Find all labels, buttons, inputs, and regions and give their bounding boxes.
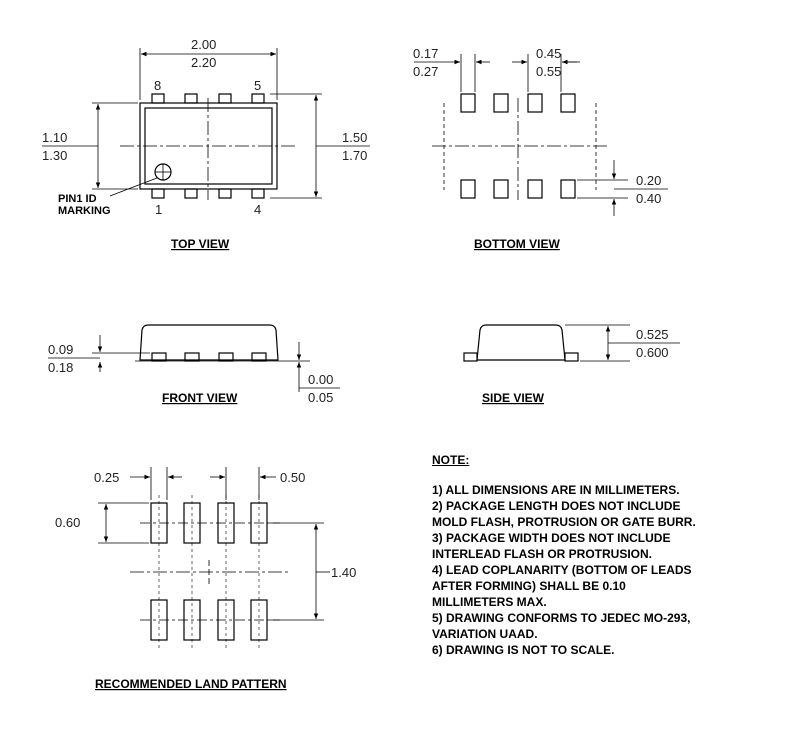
notes-list: 1) ALL DIMENSIONS ARE IN MILLIMETERS. 2)… <box>432 482 792 658</box>
top-view-length-min: 2.00 <box>191 37 216 52</box>
side-view-height-max: 0.600 <box>636 345 669 360</box>
front-view-body <box>139 324 279 361</box>
side-view-lead <box>564 352 579 362</box>
pin1-label-line1: PIN1 ID <box>58 193 97 205</box>
top-view-length-max: 2.20 <box>191 55 216 70</box>
bottom-view-lead-length-max: 0.40 <box>636 191 661 206</box>
note-line: 1) ALL DIMENSIONS ARE IN MILLIMETERS. <box>432 483 680 497</box>
front-view-standoff-min: 0.00 <box>308 372 333 387</box>
note-line: 4) LEAD COPLANARITY (BOTTOM OF LEADS <box>432 563 692 577</box>
top-view-lead <box>218 93 232 104</box>
top-view-lead <box>218 188 232 199</box>
top-view-lead <box>251 188 265 199</box>
side-view-lead <box>463 352 478 362</box>
top-view-pin-1: 1 <box>155 202 162 217</box>
bottom-view-lead-length-min: 0.20 <box>636 173 661 188</box>
bottom-view-lead <box>560 93 576 113</box>
note-line: 6) DRAWING IS NOT TO SCALE. <box>432 643 615 657</box>
front-view-standoff-max: 0.05 <box>308 390 333 405</box>
bottom-view <box>414 54 668 216</box>
front-view-lead-thickness-max: 0.18 <box>48 360 73 375</box>
bottom-view-lead <box>560 179 576 199</box>
bottom-view-lead <box>460 179 476 199</box>
top-view-lead <box>184 188 198 199</box>
land-pad-pitch-label: 0.50 <box>280 470 305 485</box>
bottom-view-lead <box>527 93 543 113</box>
bottom-view-lead <box>460 93 476 113</box>
land-row-spacing-label: 1.40 <box>331 565 356 580</box>
bottom-view-lead <box>527 179 543 199</box>
note-line: INTERLEAD FLASH OR PROTRUSION. <box>432 547 653 561</box>
side-view-title: SIDE VIEW <box>482 391 545 405</box>
top-view-lead <box>251 93 265 104</box>
top-view-pin-4: 4 <box>254 202 261 217</box>
top-view-total-min: 1.50 <box>342 130 367 145</box>
top-view-lead <box>151 188 165 199</box>
land-pad-width-label: 0.25 <box>94 470 119 485</box>
top-view-title: TOP VIEW <box>171 237 230 251</box>
front-view <box>48 324 340 392</box>
top-view-lead <box>151 93 165 104</box>
land-pad-length-label: 0.60 <box>55 515 80 530</box>
bottom-view-lead <box>493 93 509 113</box>
pin1-label-line2: MARKING <box>58 205 111 217</box>
note-line: 5) DRAWING CONFORMS TO JEDEC MO-293, <box>432 611 691 625</box>
land-pattern-title: RECOMMENDED LAND PATTERN <box>95 677 287 691</box>
note-line: AFTER FORMING) SHALL BE 0.10 <box>432 579 626 593</box>
side-view-body <box>476 324 566 361</box>
note-line: MOLD FLASH, PROTRUSION OR GATE BURR. <box>432 515 696 529</box>
top-view-total-max: 1.70 <box>342 148 367 163</box>
note-line: VARIATION UAAD. <box>432 627 538 641</box>
front-view-title: FRONT VIEW <box>162 391 238 405</box>
notes-block: NOTE: 1) ALL DIMENSIONS ARE IN MILLIMETE… <box>432 452 792 658</box>
side-view-height-min: 0.525 <box>636 327 669 342</box>
bottom-view-pitch-max: 0.55 <box>536 64 561 79</box>
note-line: MILLIMETERS MAX. <box>432 595 547 609</box>
top-view-pin-8: 8 <box>154 78 161 93</box>
bottom-view-title: BOTTOM VIEW <box>474 237 560 251</box>
bottom-view-lead-width-min: 0.17 <box>413 46 438 61</box>
note-line: 3) PACKAGE WIDTH DOES NOT INCLUDE <box>432 531 671 545</box>
top-view-pin-5: 5 <box>254 78 261 93</box>
top-view-width-min: 1.10 <box>42 130 67 145</box>
bottom-view-pitch-min: 0.45 <box>536 46 561 61</box>
top-view <box>42 48 370 200</box>
note-line: 2) PACKAGE LENGTH DOES NOT INCLUDE <box>432 499 681 513</box>
notes-title: NOTE: <box>432 453 470 467</box>
front-view-lead-thickness-min: 0.09 <box>48 342 73 357</box>
bottom-view-lead <box>493 179 509 199</box>
top-view-width-max: 1.30 <box>42 148 67 163</box>
top-view-lead <box>184 93 198 104</box>
side-view <box>463 324 680 362</box>
land-pattern <box>98 467 330 650</box>
pin1-leader-line <box>109 177 158 197</box>
bottom-view-lead-width-max: 0.27 <box>413 64 438 79</box>
